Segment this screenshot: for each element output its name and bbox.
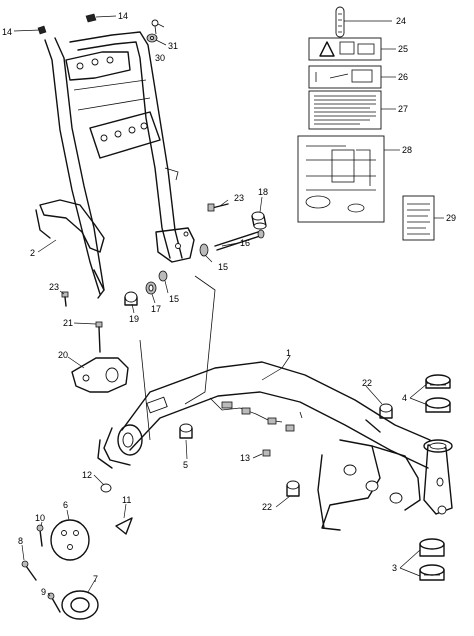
callout-23b: 23	[49, 282, 59, 292]
callout-5: 5	[183, 460, 188, 470]
callout-19: 19	[129, 314, 139, 324]
decal-part-28	[297, 135, 385, 223]
callout-11: 11	[122, 495, 131, 505]
callout-29: 29	[446, 213, 456, 223]
spacer-part-5	[179, 423, 193, 439]
callout-1: 1	[286, 348, 291, 358]
long-bolt-part-16	[214, 229, 265, 251]
spacer-part-22-lower	[286, 480, 300, 497]
bolt-part-31	[151, 19, 159, 35]
callout-28: 28	[402, 145, 412, 155]
bracket-part-20	[71, 357, 129, 393]
reference-outline	[139, 275, 216, 441]
screw-part-10	[36, 524, 44, 547]
callout-20: 20	[58, 350, 68, 360]
callout-31: 31	[168, 41, 178, 51]
bolt-part-23-lower	[61, 291, 69, 307]
main-frame-part	[97, 361, 453, 531]
washer-part-17	[145, 281, 157, 295]
washer-part-15a	[199, 243, 209, 257]
nut-part-30	[146, 33, 158, 43]
callout-4: 4	[402, 393, 407, 403]
spacer-part-18	[251, 211, 267, 230]
callout-15a: 15	[218, 262, 228, 272]
washer-part-15b	[158, 270, 168, 282]
bolt-part-21	[95, 321, 103, 353]
decal-part-27	[308, 90, 382, 130]
callout-9: 9	[41, 587, 46, 597]
callout-26: 26	[398, 72, 408, 82]
callout-27: 27	[398, 104, 408, 114]
decal-part-25	[308, 37, 382, 61]
cover-part-6	[50, 519, 90, 561]
callout-17: 17	[151, 304, 161, 314]
decal-part-24	[335, 6, 345, 38]
callout-7: 7	[93, 574, 98, 584]
callout-12: 12	[82, 470, 92, 480]
callout-14a: 14	[2, 27, 12, 37]
callout-22b: 22	[262, 502, 272, 512]
spacer-part-22-upper	[379, 403, 393, 419]
decal-part-26	[308, 65, 382, 89]
bearing-part-4	[425, 374, 451, 413]
callout-24: 24	[396, 16, 406, 26]
callout-22a: 22	[362, 378, 372, 388]
decal-part-29	[402, 195, 435, 241]
callout-13: 13	[240, 453, 250, 463]
tag-part-11	[115, 517, 133, 535]
callout-18: 18	[258, 187, 268, 197]
cap-part-14a	[37, 25, 47, 35]
callout-16: 16	[240, 238, 250, 248]
plug-part-12	[100, 483, 112, 493]
callout-21: 21	[63, 318, 73, 328]
bolt-part-23-upper	[207, 203, 229, 212]
callout-25: 25	[398, 44, 408, 54]
callout-14b: 14	[118, 11, 128, 21]
bush-part-19	[124, 291, 138, 306]
callout-3: 3	[392, 563, 397, 573]
screw-part-8	[21, 560, 37, 581]
callout-23a: 23	[234, 193, 244, 203]
callout-labels: 1 2 3 4 5 6 7 8 9 10 11 12 13 14 14 15 1…	[2, 11, 456, 597]
leader-lines	[13, 15, 444, 597]
cap-part-14b	[85, 13, 97, 23]
clip-part-13	[262, 449, 271, 457]
callout-8: 8	[18, 536, 23, 546]
callout-10: 10	[35, 513, 45, 523]
bearing-part-3	[419, 538, 445, 581]
callout-15b: 15	[169, 294, 179, 304]
upper-frame-part	[35, 31, 195, 299]
callout-30: 30	[155, 53, 165, 63]
screw-part-9	[47, 592, 61, 613]
callout-2: 2	[30, 248, 35, 258]
callout-6: 6	[63, 500, 68, 510]
cover-part-7	[61, 590, 99, 620]
